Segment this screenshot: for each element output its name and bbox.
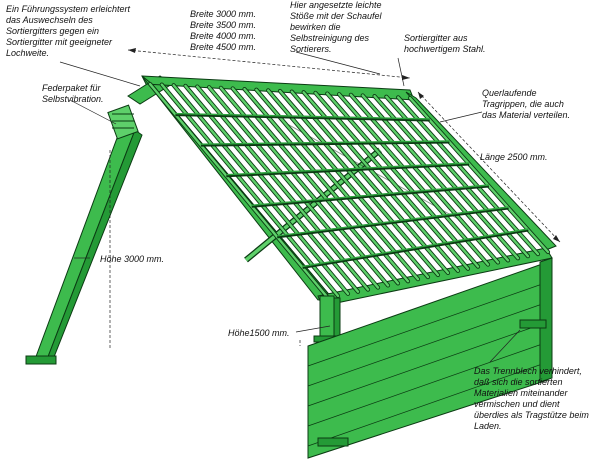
- height-1500-label: Höhe1500 mm.: [228, 328, 290, 338]
- cross-rib: [175, 113, 430, 122]
- grid-slat: [148, 82, 330, 300]
- width-3500: Breite 3500 mm.: [190, 20, 256, 30]
- cross-rib: [200, 140, 450, 147]
- cross-rib-highlight: [200, 140, 450, 145]
- height-3000-label: Höhe 3000 mm.: [100, 254, 164, 264]
- cross-rib-highlight: [175, 112, 430, 120]
- grid-slat: [231, 87, 400, 285]
- annotation-widths: Breite 3000 mm. Breite 3500 mm. Breite 4…: [190, 9, 256, 52]
- grid-slat: [337, 92, 490, 266]
- screen-grid: [141, 75, 557, 307]
- grid-material-line-2: hochwertigem Stahl.: [404, 44, 486, 54]
- grid-slat: [349, 93, 500, 264]
- guide-system-line-3: Sortiergitters gegen ein: [6, 26, 99, 36]
- width-3000: Breite 3000 mm.: [190, 9, 256, 19]
- grid-slat: [219, 86, 390, 287]
- guide-system-line-1: Ein Führungssystem erleichtert: [6, 4, 131, 14]
- shovel-line-2: Stöße mit der Schaufel: [290, 11, 383, 21]
- grid-slat: [255, 88, 420, 281]
- grid-slat: [184, 84, 360, 293]
- grid-slat: [396, 96, 540, 256]
- annotation-separator-plate: Das Trennblech verhindert, daß sich die …: [474, 366, 589, 431]
- dimension-lines: [109, 48, 561, 350]
- separator-plate: [307, 257, 553, 459]
- grid-slats: [147, 81, 551, 301]
- grid-slat: [160, 83, 340, 298]
- shovel-line-3: bewirken die: [290, 22, 341, 32]
- separator-line-2: daß sich die sortierten: [474, 377, 563, 387]
- cross-rib-highlight: [302, 228, 529, 268]
- shovel-line-1: Hier angesetzte leichte: [290, 0, 382, 10]
- rear-support-leg: [25, 129, 143, 365]
- grid-slat: [302, 91, 460, 273]
- length-label: Länge 2500 mm.: [480, 152, 548, 162]
- cross-ribs-line-1: Querlaufende: [482, 88, 537, 98]
- guide-system-line-2: das Auswechseln des: [6, 15, 93, 25]
- separator-line-5: überdies als Tragstütze beim: [474, 410, 589, 420]
- cross-ribs: [175, 112, 529, 269]
- grid-slat: [266, 89, 430, 279]
- spring-pack-line-2: Selbstvibration.: [42, 94, 104, 104]
- cross-rib: [302, 228, 529, 269]
- guide-system-line-4: Sortiergitter mit geeigneter: [6, 37, 113, 47]
- grid-slat: [172, 84, 350, 296]
- grid-slat: [196, 85, 370, 291]
- shovel-line-4: Selbstreinigung des: [290, 33, 370, 43]
- grid-slat: [243, 87, 410, 283]
- separator-line-6: Laden.: [474, 421, 502, 431]
- annotation-spring-pack: Federpaket für Selbstvibration.: [42, 83, 104, 104]
- grid-slat: [373, 94, 520, 260]
- cross-ribs-line-3: das Material verteilen.: [482, 110, 570, 120]
- separator-line-3: Materialien miteinander: [474, 388, 569, 398]
- cross-ribs-line-2: Tragrippen, die auch: [482, 99, 564, 109]
- annotation-guide-system: Ein Führungssystem erleichtert das Auswe…: [6, 4, 131, 58]
- cross-rib: [226, 162, 470, 178]
- grid-slat: [408, 96, 550, 254]
- cross-rib-highlight: [277, 206, 509, 237]
- width-4000: Breite 4000 mm.: [190, 31, 256, 41]
- grid-slat: [207, 85, 380, 289]
- grid-slat: [385, 95, 530, 258]
- width-4500: Breite 4500 mm.: [190, 42, 256, 52]
- annotation-cross-ribs: Querlaufende Tragrippen, die auch das Ma…: [482, 88, 570, 120]
- cross-rib-highlight: [251, 184, 489, 206]
- separator-line-1: Das Trennblech verhindert,: [474, 366, 582, 376]
- guide-system-line-5: Lochweite.: [6, 48, 49, 58]
- annotation-grid-material: Sortiergitter aus hochwertigem Stahl.: [404, 33, 486, 54]
- cross-rib: [276, 206, 509, 239]
- shovel-line-5: Sortierers.: [290, 44, 332, 54]
- grid-slat: [361, 94, 510, 262]
- grid-slat: [278, 89, 440, 277]
- spring-pack-line-1: Federpaket für: [42, 83, 102, 93]
- separator-line-4: vermischen und dient: [474, 399, 560, 409]
- cross-rib: [251, 184, 489, 208]
- grid-slat: [314, 91, 470, 270]
- grid-slat: [326, 92, 480, 268]
- leader-lines: [59, 51, 521, 363]
- annotation-shovel-impacts: Hier angesetzte leichte Stöße mit der Sc…: [290, 0, 383, 54]
- grid-material-line-1: Sortiergitter aus: [404, 33, 468, 43]
- grid-slat: [290, 90, 450, 275]
- cross-rib-highlight: [226, 162, 470, 176]
